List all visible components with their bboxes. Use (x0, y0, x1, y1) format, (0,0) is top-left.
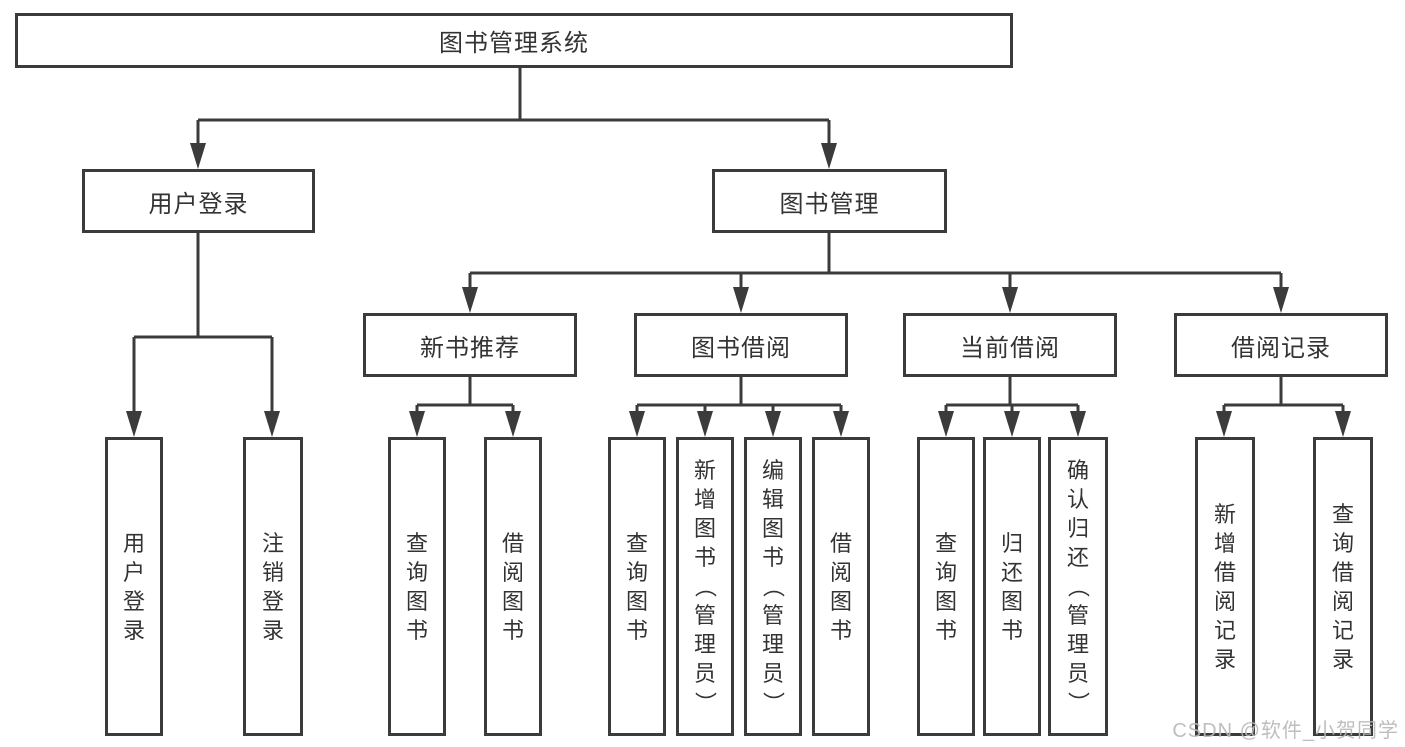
node-book-borrowing: 图书借阅 (634, 313, 848, 377)
node-borrowing-records: 借阅记录 (1174, 313, 1388, 377)
arrowhead-down-icon (126, 411, 142, 437)
node-label: 归还图书 (1000, 530, 1023, 643)
leaf-query-books-current: 查询图书 (917, 437, 975, 736)
node-label: 查询图书 (934, 530, 957, 643)
csdn-watermark: CSDN @软件_小贺同学 (1172, 720, 1399, 742)
arrowhead-down-icon (629, 411, 645, 437)
leaf-add-borrow-record: 新增借阅记录 (1195, 437, 1255, 736)
leaf-query-books-recommend: 查询图书 (388, 437, 446, 736)
node-label: 图书借阅 (691, 334, 791, 362)
arrowhead-down-icon (190, 143, 206, 169)
arrowhead-down-icon (1070, 411, 1086, 437)
node-label: 用户登录 (148, 190, 249, 218)
node-label: 借阅记录 (1231, 334, 1331, 362)
node-library-management-system: 图书管理系统 (15, 13, 1013, 68)
leaf-query-borrow-record: 查询借阅记录 (1313, 437, 1373, 736)
leaf-confirm-return-admin: 确认归还（管理员） (1048, 437, 1108, 736)
node-label: 新书推荐 (420, 334, 520, 362)
node-new-book-recommend: 新书推荐 (363, 313, 577, 377)
leaf-borrow-books-borrowing: 借阅图书 (812, 437, 870, 736)
arrowhead-down-icon (1335, 411, 1351, 437)
leaf-user-login: 用户登录 (105, 437, 163, 736)
arrowhead-down-icon (409, 411, 425, 437)
arrowhead-down-icon (505, 411, 521, 437)
node-label: 新增图书（管理员） (692, 458, 718, 714)
node-label: 编辑图书（管理员） (760, 458, 786, 714)
node-label: 当前借阅 (960, 334, 1060, 362)
arrowhead-down-icon (462, 287, 478, 313)
leaf-borrow-books-recommend: 借阅图书 (484, 437, 542, 736)
node-user-login: 用户登录 (82, 169, 315, 233)
node-current-borrowing: 当前借阅 (903, 313, 1117, 377)
arrowhead-down-icon (1004, 411, 1020, 437)
node-label: 图书管理 (779, 190, 880, 218)
leaf-query-books-borrowing: 查询图书 (608, 437, 666, 736)
arrowhead-down-icon (1216, 411, 1232, 437)
node-label: 查询图书 (405, 530, 428, 643)
leaf-return-books: 归还图书 (983, 437, 1041, 736)
arrowhead-down-icon (833, 411, 849, 437)
leaf-edit-books-admin: 编辑图书（管理员） (744, 437, 802, 736)
node-label: 图书管理系统 (439, 30, 589, 57)
leaf-logout: 注销登录 (243, 437, 303, 736)
arrowhead-down-icon (765, 411, 781, 437)
node-label: 新增借阅记录 (1213, 501, 1236, 672)
arrowhead-down-icon (733, 287, 749, 313)
node-label: 用户登录 (122, 530, 145, 643)
arrowhead-down-icon (1273, 287, 1289, 313)
node-label: 查询借阅记录 (1331, 501, 1354, 672)
node-book-management: 图书管理 (712, 169, 947, 233)
arrowhead-down-icon (821, 143, 837, 169)
node-label: 注销登录 (261, 530, 284, 643)
arrowhead-down-icon (264, 411, 280, 437)
leaf-add-books-admin: 新增图书（管理员） (676, 437, 734, 736)
node-label: 借阅图书 (829, 530, 852, 643)
node-label: 查询图书 (625, 530, 648, 643)
arrowhead-down-icon (1002, 287, 1018, 313)
arrowhead-down-icon (697, 411, 713, 437)
node-label: 确认归还（管理员） (1065, 458, 1091, 714)
node-label: 借阅图书 (501, 530, 524, 643)
arrowhead-down-icon (938, 411, 954, 437)
